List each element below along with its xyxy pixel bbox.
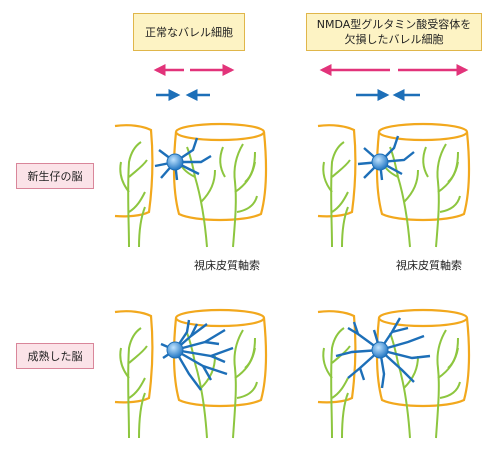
knockout-label-line2: 欠損したバレル細胞 (344, 33, 444, 46)
thalamocortical-axon-caption-right: 視床皮質軸索 (396, 259, 462, 272)
neuron-adult-normal (160, 319, 234, 391)
thalamocortical-axon-caption-left: 視床皮質軸索 (194, 259, 260, 272)
knockout-barrel-cell-label: NMDA型グルタミン酸受容体を 欠損したバレル細胞 (306, 13, 482, 51)
adult-brain-label: 成熟した脳 (16, 343, 94, 369)
panel-adult-normal (114, 308, 268, 439)
panel-adult-knockout (317, 308, 471, 439)
newborn-brain-text: 新生仔の脳 (27, 170, 83, 183)
neuron-newborn-normal (154, 137, 212, 181)
normal-barrel-cell-text: 正常なバレル細胞 (145, 25, 233, 39)
panel-newborn-knockout (317, 122, 471, 248)
adult-brain-text: 成熟した脳 (27, 350, 83, 363)
knockout-label-line1: NMDA型グルタミン酸受容体を (316, 18, 472, 31)
normal-barrel-cell-label: 正常なバレル細胞 (133, 13, 245, 51)
panel-newborn-normal (114, 122, 268, 248)
newborn-brain-label: 新生仔の脳 (16, 163, 94, 189)
